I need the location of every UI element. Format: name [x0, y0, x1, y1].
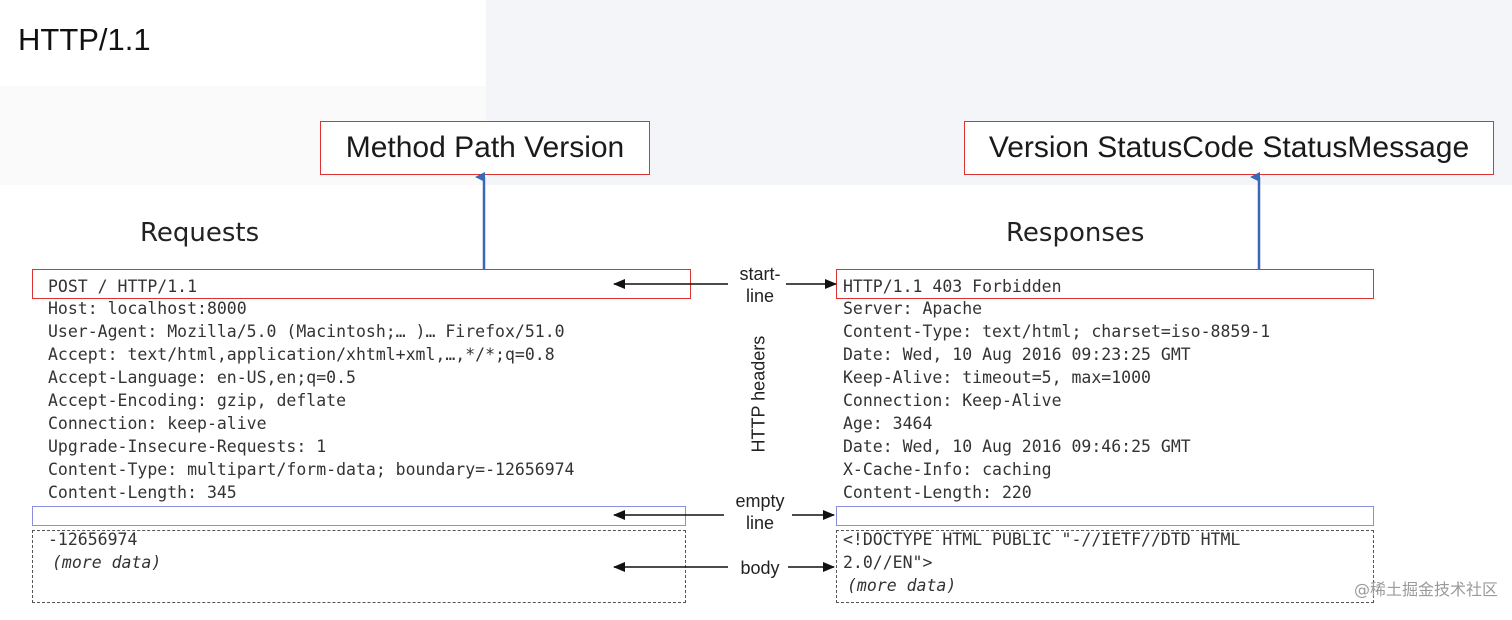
start-line-label-line2: line: [745, 286, 775, 306]
response-start-line: HTTP/1.1 403 Forbidden: [843, 277, 1062, 296]
response-body-line: (more data): [847, 576, 957, 595]
response-header-line: Age: 3464: [843, 414, 933, 433]
request-header-line: Host: localhost:8000: [48, 299, 247, 318]
request-header-line: User-Agent: Mozilla/5.0 (Macintosh;… )… …: [48, 322, 565, 341]
response-header-line: Date: Wed, 10 Aug 2016 09:46:25 GMT: [843, 437, 1191, 456]
request-body-line: (more data): [52, 553, 162, 572]
empty-line-label-line2: line: [745, 513, 775, 533]
response-body-frame: [836, 530, 1374, 603]
request-start-line: POST / HTTP/1.1: [48, 277, 198, 296]
response-header-line: Content-Length: 220: [843, 483, 1032, 502]
response-header-line: Keep-Alive: timeout=5, max=1000: [843, 368, 1151, 387]
responses-heading: Responses: [1006, 218, 1145, 248]
empty-line-label-line1: empty: [735, 491, 785, 511]
request-header-line: Accept-Encoding: gzip, deflate: [48, 391, 347, 410]
request-body-line: -12656974: [48, 530, 138, 549]
request-header-line: Upgrade-Insecure-Requests: 1: [48, 437, 327, 456]
request-header-line: Content-Type: multipart/form-data; bound…: [48, 460, 575, 479]
request-start-line-callout: Method Path Version: [320, 121, 650, 175]
request-header-line: Content-Length: 345: [48, 483, 237, 502]
response-header-line: Content-Type: text/html; charset=iso-885…: [843, 322, 1271, 341]
request-header-line: Accept: text/html,application/xhtml+xml,…: [48, 345, 555, 364]
footer-watermark: @稀土掘金技术社区: [1353, 580, 1498, 599]
request-empty-line-frame: [32, 506, 686, 526]
request-header-line: Accept-Language: en-US,en;q=0.5: [48, 368, 356, 387]
requests-heading: Requests: [140, 218, 260, 248]
request-header-line: Connection: keep-alive: [48, 414, 267, 433]
response-start-line-callout: Version StatusCode StatusMessage: [964, 121, 1494, 175]
response-empty-line-frame: [836, 506, 1374, 526]
response-header-line: Server: Apache: [843, 299, 983, 318]
slide-title: HTTP/1.1: [18, 22, 151, 57]
response-body-line: 2.0//EN">: [843, 553, 933, 572]
http-headers-label: HTTP headers: [748, 335, 769, 453]
start-line-label: start- line: [730, 263, 790, 307]
empty-line-label: empty line: [726, 490, 794, 534]
response-body-line: <!DOCTYPE HTML PUBLIC "-//IETF//DTD HTML: [843, 530, 1241, 549]
response-header-line: Date: Wed, 10 Aug 2016 09:23:25 GMT: [843, 345, 1191, 364]
slide-title-card: HTTP/1.1: [0, 0, 486, 86]
response-header-line: X-Cache-Info: caching: [843, 460, 1052, 479]
response-header-line: Connection: Keep-Alive: [843, 391, 1062, 410]
start-line-label-line1: start-: [739, 264, 781, 284]
body-label: body: [740, 558, 780, 578]
